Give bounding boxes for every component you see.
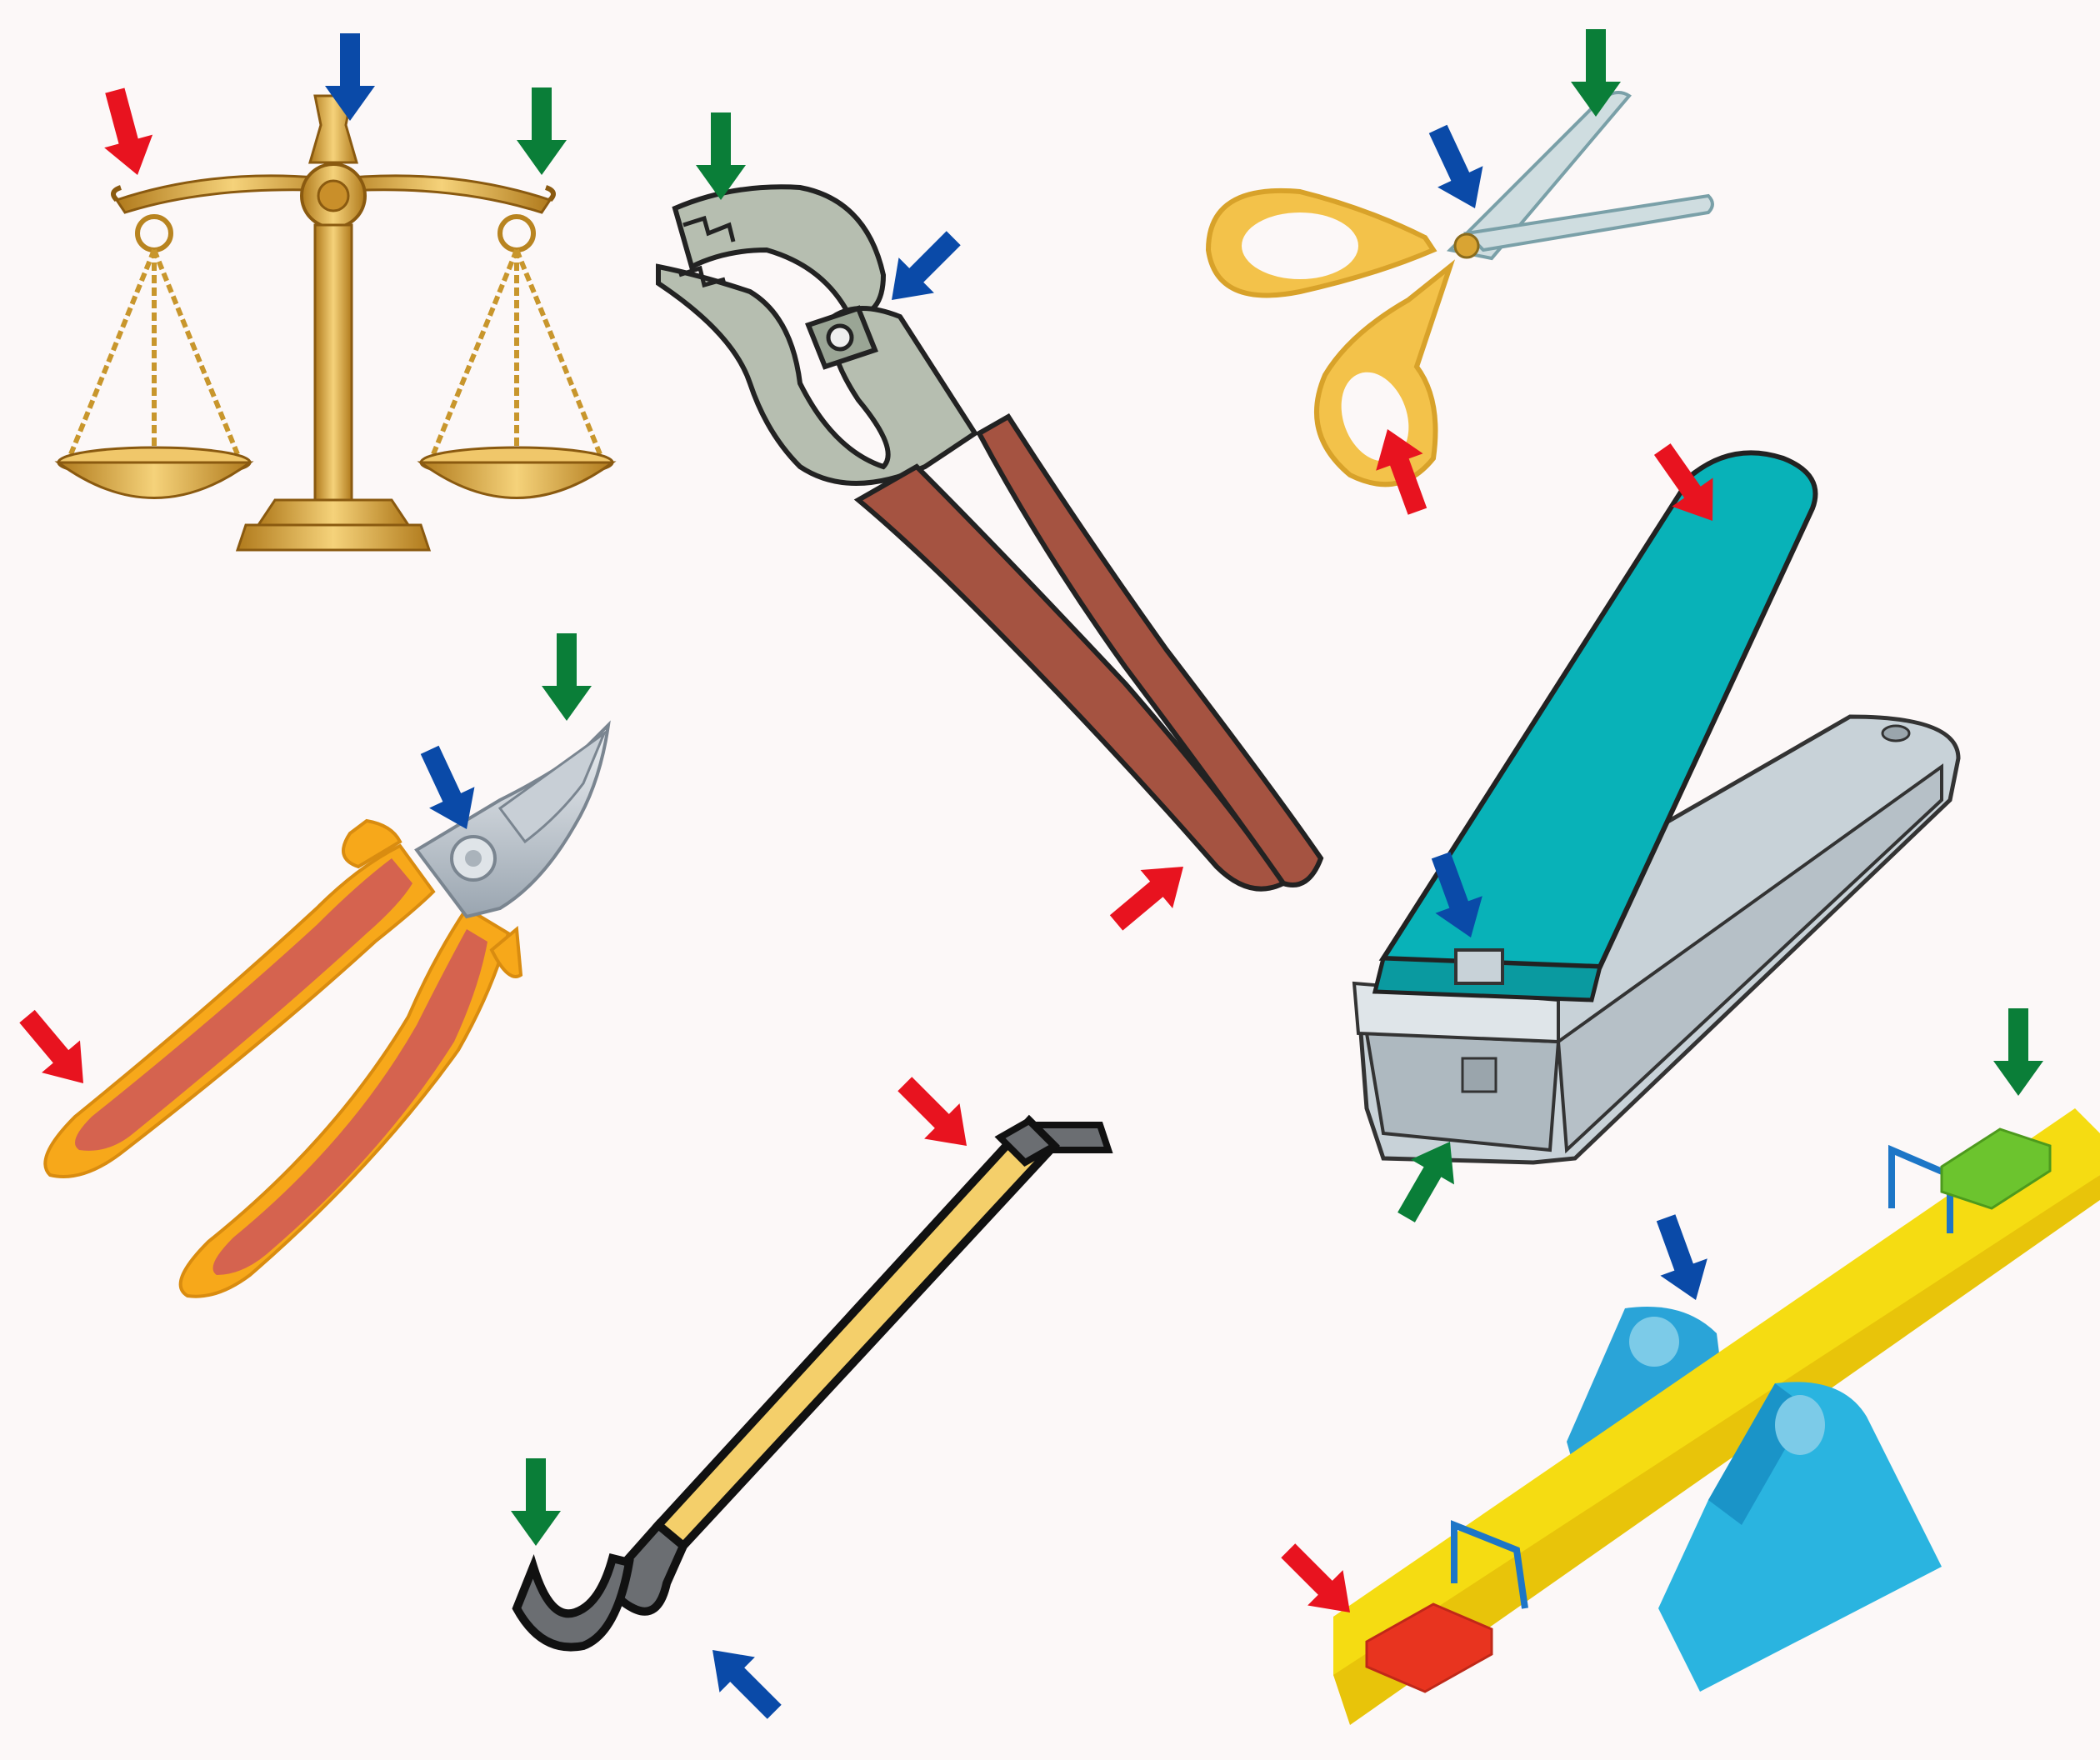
scissors-icon <box>1208 92 1712 484</box>
water-pump-pliers-red-arrow <box>1100 848 1199 942</box>
crowbar-blue-arrow <box>695 1632 792 1730</box>
slip-joint-pliers-icon <box>658 187 1321 888</box>
seesaw-blue-arrow <box>1642 1209 1719 1308</box>
scissors-blue-arrow <box>1415 118 1498 219</box>
crowbar-icon <box>517 1121 1108 1648</box>
combination-pliers-green-arrow <box>542 633 592 721</box>
seesaw-icon <box>1333 1108 2100 1725</box>
nail-clipper-icon <box>1354 452 1958 1162</box>
balance-scale-green-arrow <box>517 88 567 175</box>
combination-pliers-red-arrow <box>8 1000 102 1099</box>
balance-scale-red-arrow <box>91 84 162 182</box>
seesaw-green-arrow <box>1993 1008 2043 1096</box>
crowbar-green-arrow <box>511 1458 561 1546</box>
crowbar-red-arrow <box>888 1067 985 1164</box>
water-pump-pliers-green-arrow <box>696 112 746 200</box>
water-pump-pliers-blue-arrow <box>874 221 972 318</box>
pliers-icon <box>45 725 608 1297</box>
